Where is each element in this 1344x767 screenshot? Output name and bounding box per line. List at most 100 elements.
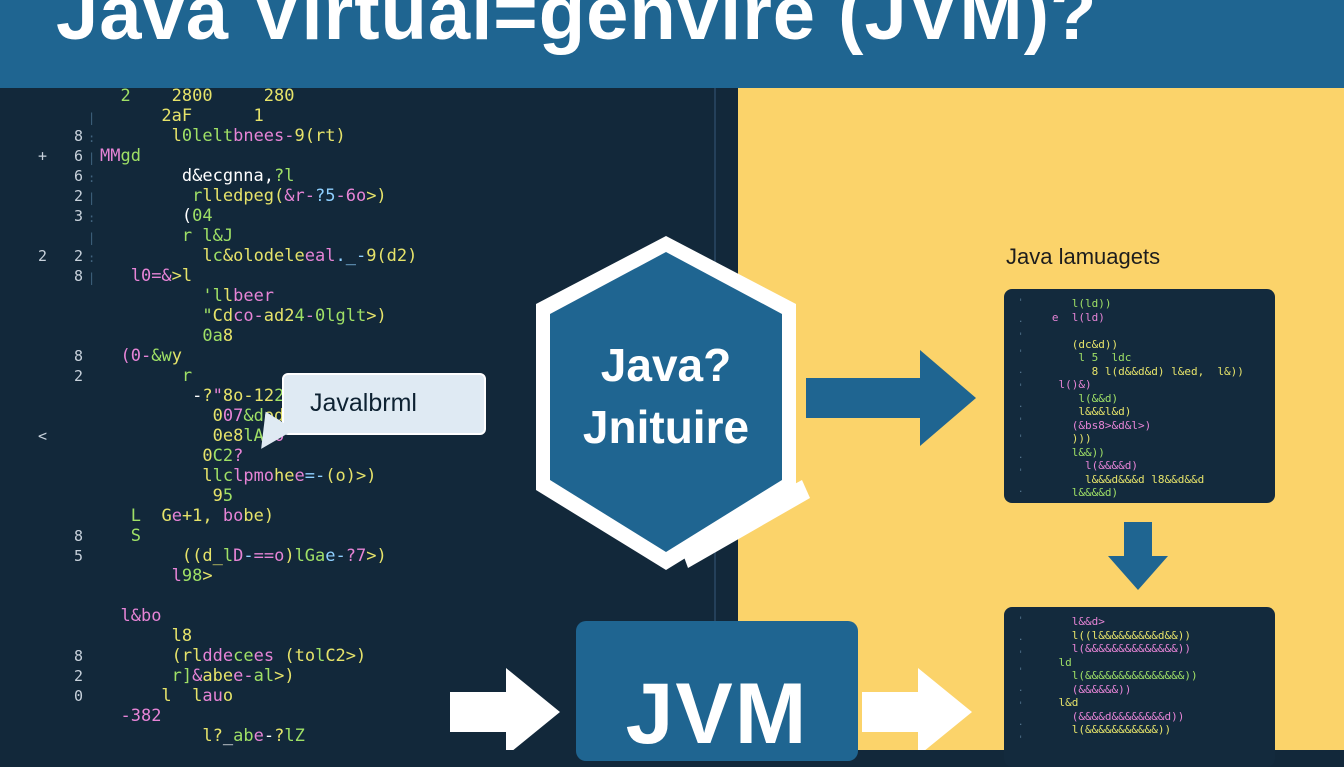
page-title: Java Virtual=genvire (JVM)? [56,0,1098,56]
code-token: &r- [284,186,315,206]
code-token: l [202,246,213,266]
code-line: 5 ((d_lD-==o)lGae-?7>) [0,546,714,566]
code-line-text: r l&J [100,226,233,246]
code-token: e- [233,666,254,686]
code-token: l [243,426,254,446]
code-line: < 0e8lAd0 [0,426,714,446]
code-token: ==o [253,546,285,566]
code-token: 9(rt) [294,126,346,146]
java-languages-label: Java lamuagets [1006,244,1161,269]
code-line-text: l?_abe-?lZ [100,726,304,746]
code-line: r l&J [0,226,714,246]
code-line-number: 2 [74,247,84,265]
code-line-number: 8 [74,647,84,665]
card-code-line: l&&&&d) [1032,486,1119,499]
code-token: lc [212,466,234,486]
code-token: 04 [192,206,213,226]
code-line-text: (0-&wy [100,346,181,366]
card-bottom-gutter: ' . ' ' . ' . ' [1018,616,1024,745]
hexagon-line-1: Java? [600,339,732,391]
code-line-text: l0=&>l [100,266,192,286]
speech-bubble: Javalbrml [282,373,486,435]
code-line-number: 6 [74,147,84,165]
code-line-text: lc&olodeleeal._-9(d2) [100,246,417,266]
code-token: 2800 [140,88,264,106]
code-token: l [222,286,234,306]
code-line: 2 2800 280 [0,88,714,106]
code-token: - [243,546,254,566]
code-line-text: -382 [100,706,161,726]
code-token: l [171,566,182,586]
code-line: -?"8o-122 [0,386,714,406]
code-line: 2 r [0,366,714,386]
code-line-number: 8 [74,527,84,545]
code-token: 0lelt [181,126,234,146]
code-token: 8 [222,326,234,346]
code-token: o [222,686,234,706]
code-token: " [212,386,223,406]
code-token: -3 [120,706,141,726]
code-line: 8 l0=&>l [0,266,714,286]
code-token: ? [274,726,285,746]
code-line: l8 [0,626,714,646]
code-token: d [100,166,193,186]
code-token: l [161,686,193,706]
code-line-text: l8 [100,626,193,646]
code-token: ? [202,386,213,406]
code-token: &w [151,346,172,366]
code-line: l&bo [0,606,714,626]
code-token: -6o [335,186,367,206]
code-token: co- [233,306,264,326]
card-code-line: l 5 ldc [1032,351,1132,364]
code-line: 2 r]&abee-al>) [0,666,714,686]
bytecode-card-top: ' . ' ' . ' . ' ' . ' . l(ld)) e l(ld) (… [1004,289,1275,503]
code-token: G [161,506,172,526]
code-line: 2 rlledpeg(&r-?5-6o>) [0,186,714,206]
hexagon-shape [536,236,810,570]
code-line-text: 95 [100,486,234,506]
code-token: e8 [222,426,244,446]
code-token: ad2 [263,306,295,326]
code-line: "Cdco-ad24-0lglt>) [0,306,714,326]
code-token: s [263,646,285,666]
code-token: 0lglt [315,306,367,326]
code-token: e [253,646,264,666]
code-token: S [130,526,141,546]
code-token: r [181,366,193,386]
code-line: l98> [0,566,714,586]
code-line-text: l&bo [100,606,161,626]
code-token: +1, [181,506,223,526]
code-line-text: d&ecgnna,?l [100,166,295,186]
code-token: 8 [181,626,193,646]
code-token: Ad [253,426,275,446]
code-token: r l&J [181,226,234,246]
code-token: C2 [212,446,234,466]
code-line-text: (04 [100,206,213,226]
code-line-number: 3 [74,207,84,225]
code-token: 9 [212,486,223,506]
code-line: -382 [0,706,714,726]
code-token: od [263,406,285,426]
card-code-line: ld [1032,655,1072,669]
code-token: ab [233,726,254,746]
code-token: 'l [202,286,223,306]
jvm-label: JVM [625,666,809,762]
code-line-text: 0e8lAd0 [100,426,285,446]
code-token: be) [243,506,275,526]
code-line: 8 (0-&wy [0,346,714,366]
code-token: > [202,566,213,586]
code-line-number: 2 [74,187,84,205]
code-token: 8 [222,386,234,406]
code-line: 0C2? [0,446,714,466]
code-token: l [202,726,213,746]
code-token: 9(d2) [366,246,418,266]
code-line-text: MMgd [100,146,141,166]
code-token: &d [243,406,264,426]
code-line-text: "Cdco-ad24-0lglt>) [100,306,386,326]
code-token: >) [366,546,387,566]
card-code-line: l&&&d&&&d l8&&d&&d [1032,472,1205,486]
code-token: 0 [202,446,213,466]
code-line-number: 8 [74,267,84,285]
code-token: au [202,686,223,706]
